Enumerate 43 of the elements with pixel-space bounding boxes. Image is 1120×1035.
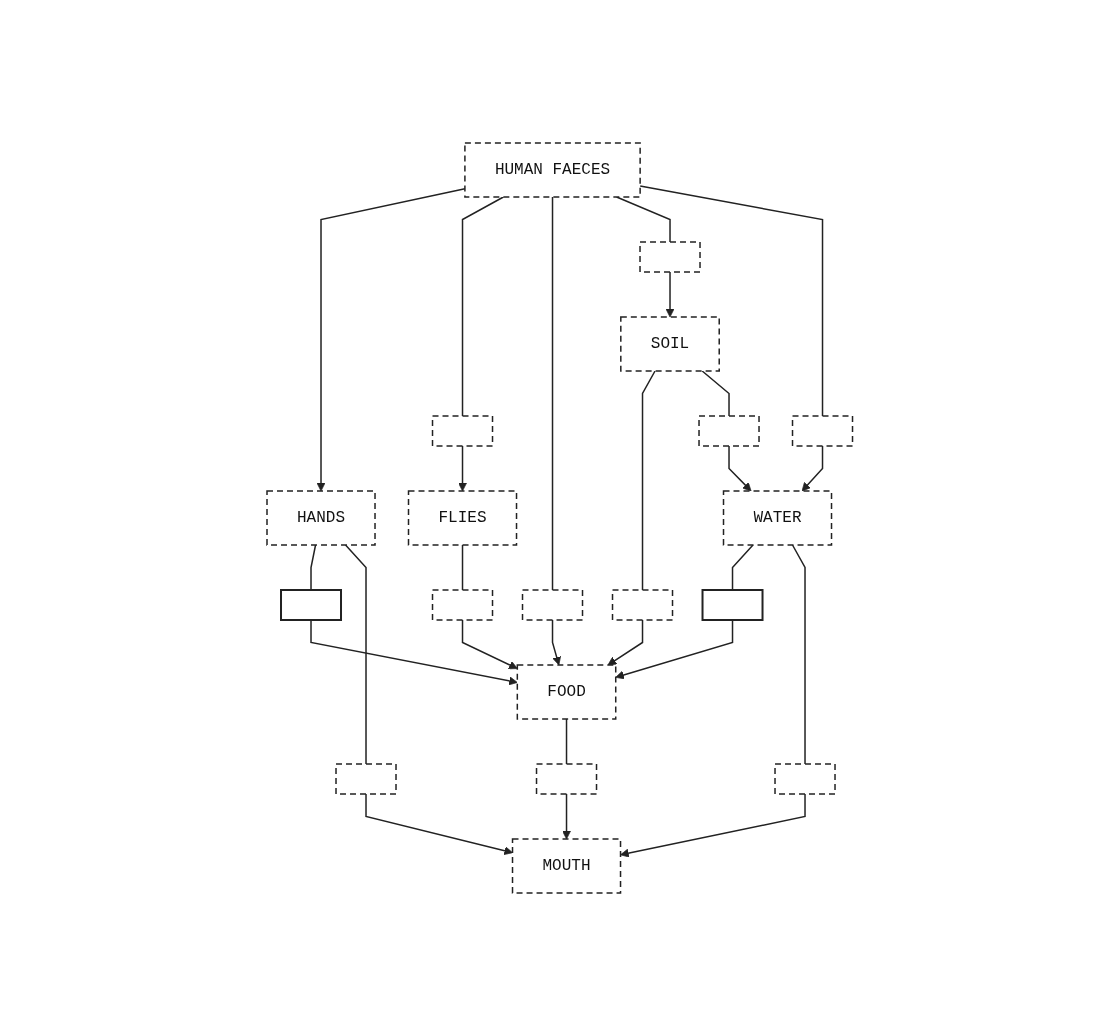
connector <box>310 543 317 591</box>
node-box: HANDS <box>266 489 376 546</box>
node-box <box>698 414 760 447</box>
node-box <box>612 588 674 621</box>
connector <box>566 717 568 765</box>
node-box <box>536 762 598 795</box>
arrow <box>316 187 466 491</box>
connector <box>701 369 730 417</box>
node-box <box>792 414 854 447</box>
node-box <box>432 588 494 621</box>
arrow <box>562 792 572 839</box>
node-box <box>280 588 343 621</box>
arrow <box>462 618 518 669</box>
node-box: HUMAN FAECES <box>464 141 642 198</box>
node-box: FOOD <box>516 663 617 720</box>
node-box: MOUTH <box>512 837 622 894</box>
arrow <box>801 444 824 491</box>
node-box <box>701 588 764 621</box>
connector <box>462 543 464 591</box>
arrow <box>607 618 644 665</box>
connector <box>639 184 824 417</box>
arrow <box>665 270 675 317</box>
node-box <box>774 762 836 795</box>
arrow <box>728 444 752 491</box>
node-box <box>432 414 494 447</box>
connector <box>462 195 505 417</box>
connector <box>792 543 806 765</box>
node-box <box>335 762 397 795</box>
node-box: SOIL <box>620 315 721 372</box>
node-box <box>522 588 584 621</box>
connector <box>552 195 554 591</box>
arrow <box>310 618 518 685</box>
connector <box>732 543 754 591</box>
node-box: FLIES <box>408 489 518 546</box>
arrow <box>615 618 734 679</box>
arrow <box>620 792 806 857</box>
connector <box>345 543 367 765</box>
connector <box>616 195 671 243</box>
arrow <box>552 618 562 665</box>
connector <box>642 369 656 591</box>
node-box <box>639 240 701 273</box>
node-box: WATER <box>723 489 833 546</box>
arrow <box>458 444 468 491</box>
